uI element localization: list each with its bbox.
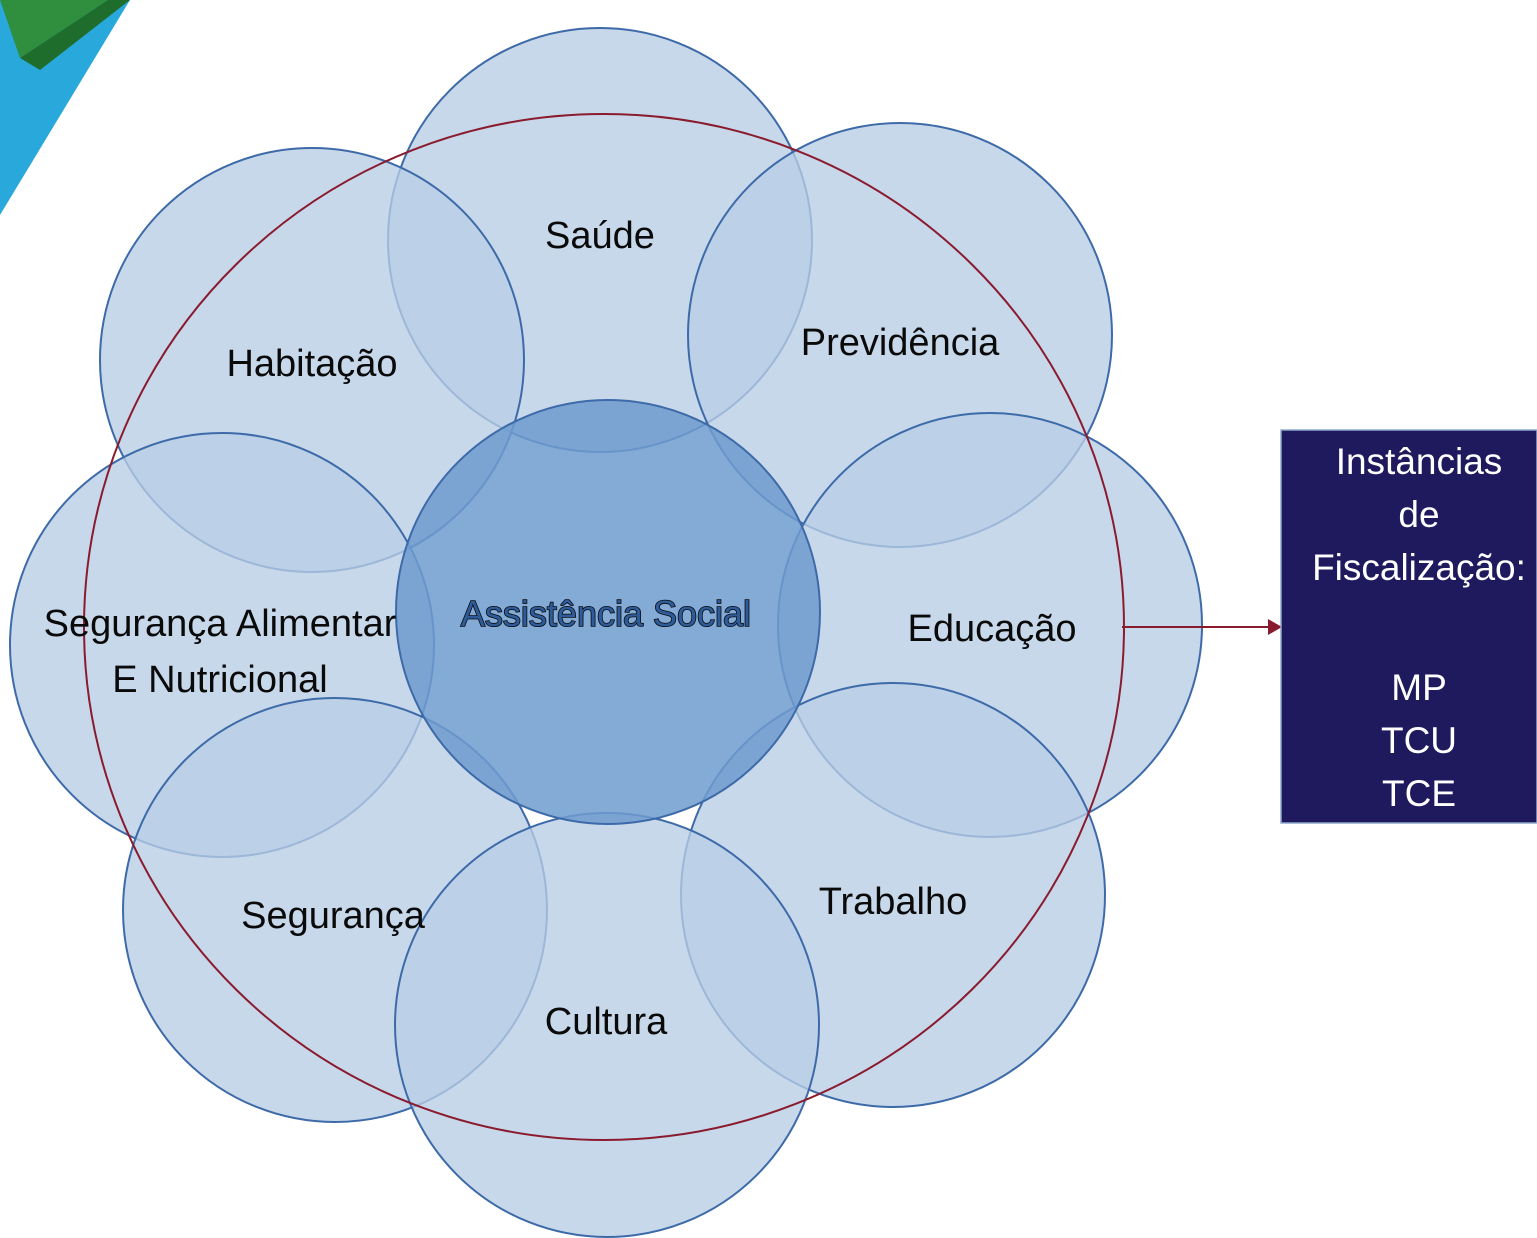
arrow-head-icon [1268, 619, 1282, 635]
label-seguranca-alimentar: Segurança Alimentar [44, 603, 397, 645]
label-saude: Saúde [545, 215, 655, 257]
label-trabalho: Trabalho [819, 881, 968, 923]
fiscalizacao-box [1280, 429, 1537, 824]
box-line-instancias: Instâncias [1336, 441, 1503, 482]
label-assistencia-social: Assistência Social [461, 593, 751, 634]
logo-green-shape [0, 0, 108, 58]
label-previdencia: Previdência [801, 322, 1000, 364]
box-line-de: de [1398, 494, 1439, 535]
box-item-tcu: TCU [1381, 720, 1457, 761]
circle-assistencia-social [395, 399, 821, 825]
label-cultura: Cultura [545, 1001, 668, 1043]
label-nutricional: E Nutricional [112, 659, 327, 701]
label-habitacao: Habitação [226, 343, 397, 385]
box-item-tce: TCE [1382, 773, 1456, 814]
box-item-mp: MP [1391, 667, 1447, 708]
label-educacao: Educação [907, 608, 1076, 650]
logo-dark-green-shape [20, 0, 130, 70]
label-seguranca: Segurança [241, 895, 426, 937]
corner-logo [0, 0, 130, 215]
box-line-fiscalizacao: Fiscalização: [1312, 547, 1526, 588]
